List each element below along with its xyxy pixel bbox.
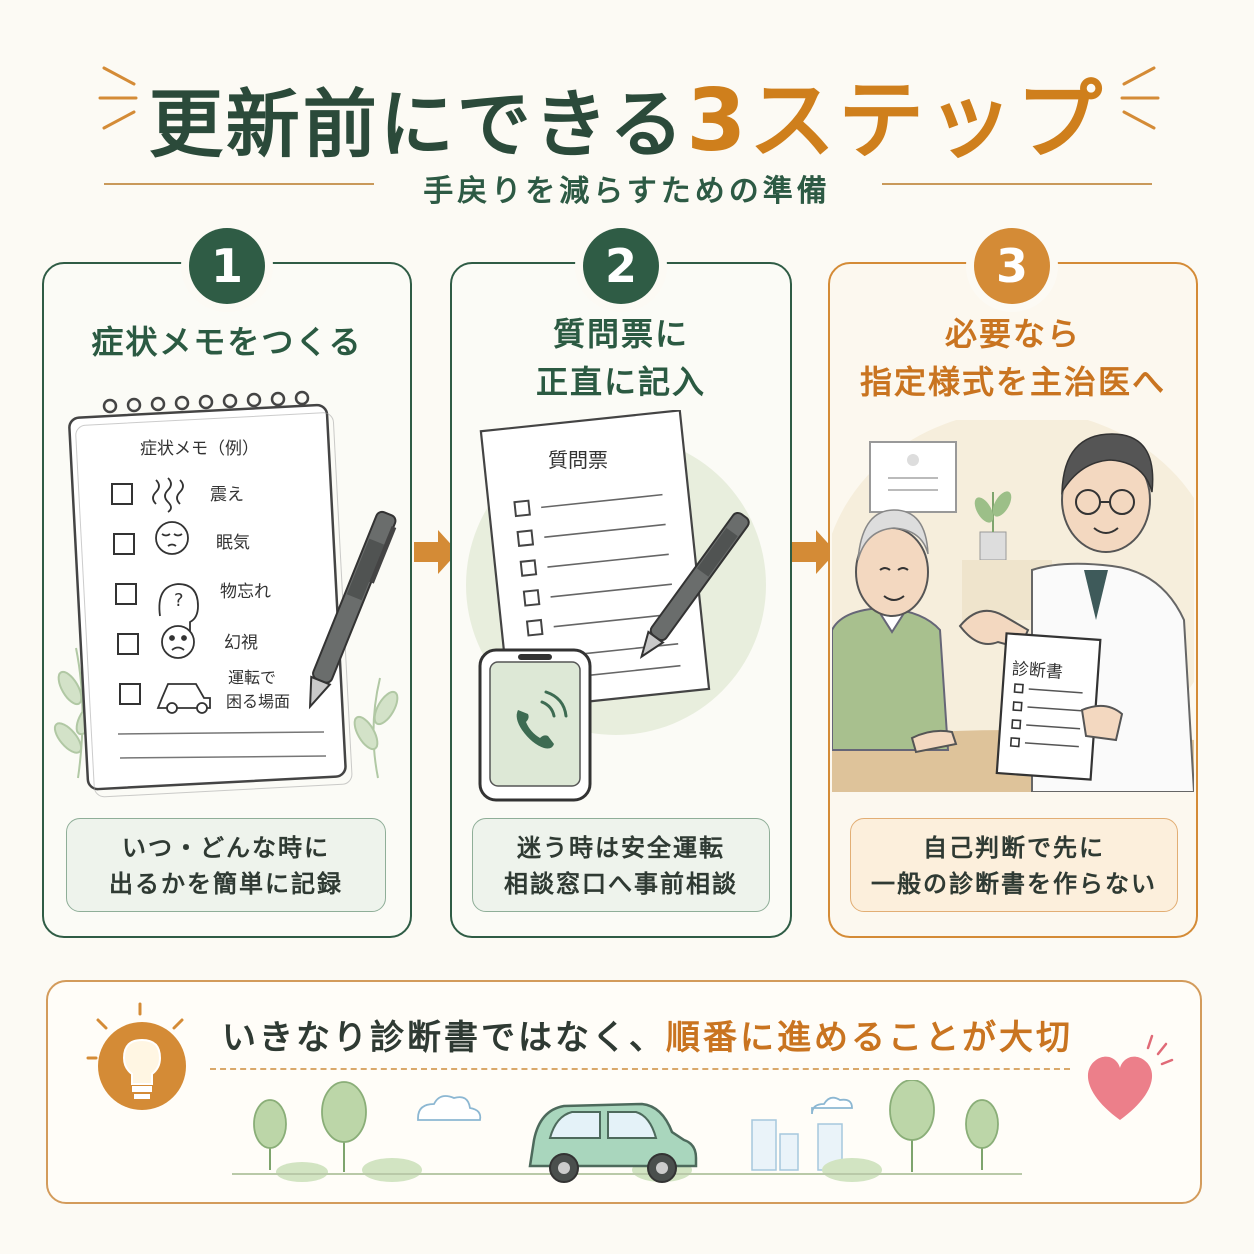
hallucination-face-icon: [161, 625, 195, 659]
questionnaire-illustration: [466, 410, 766, 802]
symptom-memo-illustration: ?: [53, 390, 399, 798]
memo-item-tremor: 震え: [210, 485, 244, 505]
pen-icon: [308, 510, 397, 710]
svg-text:?: ?: [174, 590, 184, 611]
sleepy-face-icon: [155, 521, 189, 555]
step-title-1: 症状メモをつくる: [91, 323, 363, 361]
car-icon: [156, 683, 211, 714]
arrow-right-icon: [792, 530, 836, 574]
step-note-3: 自己判断で先に 一般の診断書を作らない: [850, 818, 1178, 912]
lightbulb-icon: [86, 1002, 186, 1110]
subtitle-rule-right: [882, 183, 1152, 185]
step-title-3: 必要なら 指定様式を主治医へ: [859, 315, 1166, 401]
doctor-consultation-illustration: [832, 420, 1194, 792]
pen-icon: [639, 511, 750, 659]
title-accent: 3ステップ: [686, 71, 1106, 171]
summary-divider: [210, 1068, 1070, 1070]
car-icon: [528, 1102, 698, 1183]
subtitle: 手戻りを減らすための準備: [423, 174, 831, 209]
step-note-1: いつ・どんな時に 出るかを簡単に記録: [66, 818, 386, 912]
diagnosis-doc-heading: 診断書: [1011, 659, 1064, 683]
memo-item-sleepiness: 眠気: [216, 533, 250, 553]
heart-icon: [1087, 1034, 1174, 1120]
summary-text: いきなり診断書ではなく、順番に進めることが大切: [222, 1018, 1073, 1058]
phone-icon: [478, 648, 592, 802]
arrow-right-icon: [414, 530, 458, 574]
title-sparkle-left: [98, 66, 138, 130]
notebook-rings: [102, 390, 310, 414]
memo-heading: 症状メモ（例）: [140, 439, 259, 459]
step-number-1: 1: [189, 228, 265, 304]
tremor-icon: [152, 477, 184, 513]
memo-item-driving-2: 困る場面: [226, 692, 291, 711]
memo-item-forgetfulness: 物忘れ: [220, 582, 271, 602]
subtitle-rule-left: [104, 183, 374, 185]
title-sparkle-right: [1120, 66, 1160, 130]
form-heading: 質問票: [548, 448, 608, 472]
step-number-2: 2: [583, 228, 659, 304]
memo-item-hallucination: 幻視: [224, 633, 258, 653]
forgetful-head-icon: ?: [158, 583, 199, 632]
memo-item-driving-1: 運転で: [228, 668, 277, 687]
step-number-3: 3: [974, 228, 1050, 304]
page-title: 更新前にできる3ステップ: [148, 71, 1106, 171]
step-note-2: 迷う時は安全運転 相談窓口へ事前相談: [472, 818, 770, 912]
summary-highlight: 順番に進めることが大切: [666, 1018, 1073, 1058]
step-title-2: 質問票に 正直に記入: [535, 315, 706, 401]
landscape-illustration: [232, 1080, 1022, 1183]
